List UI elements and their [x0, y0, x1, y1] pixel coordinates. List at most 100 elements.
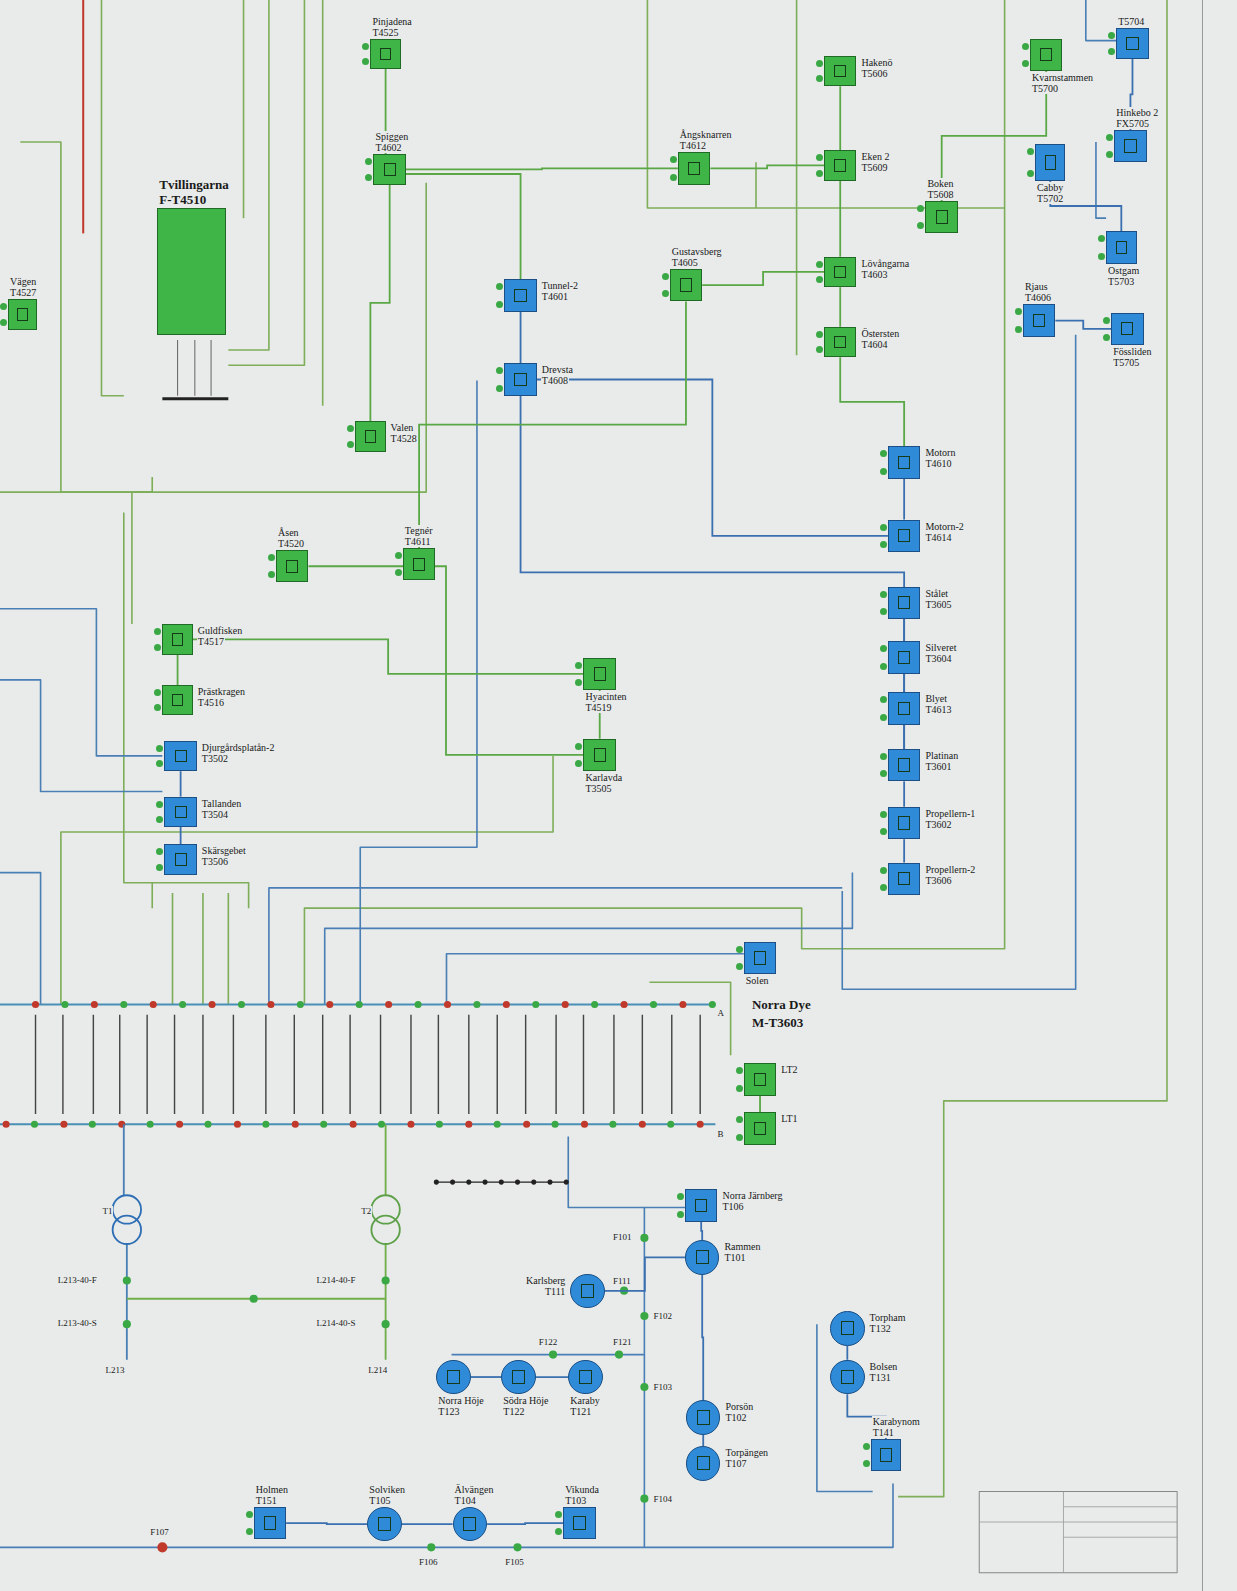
substation-box: T5704	[1116, 28, 1148, 58]
station-number: T103	[564, 1495, 587, 1506]
diagram-label: F103	[652, 1382, 673, 1392]
station-number: T4528	[390, 433, 418, 444]
station-name: Prästkragen	[197, 686, 246, 697]
switch-symbol	[581, 1284, 594, 1298]
terminal-dot	[880, 663, 887, 670]
station-number: T4520	[277, 538, 305, 549]
terminal-dot	[1098, 235, 1105, 242]
station-label: Motorn-2T4614	[924, 521, 964, 543]
wire-connector	[402, 1523, 453, 1525]
terminal-dot	[1108, 32, 1115, 39]
station-name: Åsen	[277, 527, 300, 538]
station-name: Tunnel-2	[541, 280, 579, 291]
station-label: TorphamT132	[869, 1312, 907, 1334]
station-label: ÄlvängenT104	[454, 1484, 495, 1506]
diagram-label: F102	[652, 1311, 673, 1321]
terminal-dot	[156, 760, 163, 767]
diagram-label: F122	[538, 1337, 559, 1347]
switch-symbol	[1121, 322, 1133, 335]
station-label: LT2	[780, 1064, 798, 1075]
station-number: T4519	[584, 702, 612, 713]
station-number: T4610	[924, 458, 952, 469]
terminal-dot	[816, 170, 823, 177]
station-name: Hakenö	[860, 57, 893, 68]
station-name: Ångsknarren	[679, 129, 733, 140]
wire-connector	[839, 86, 841, 150]
station-name: Norra Höje	[437, 1395, 484, 1406]
station-label: CabbyT5702	[1036, 182, 1064, 204]
station-number: T132	[869, 1323, 892, 1334]
substation-box: ÅsenT4520	[276, 550, 308, 582]
station-number: T122	[502, 1406, 525, 1417]
switch-symbol	[754, 951, 766, 964]
terminal-dot	[880, 714, 887, 721]
station-name: Pinjadena	[371, 16, 412, 27]
terminal-dot	[0, 319, 7, 326]
switch-symbol	[754, 1122, 766, 1135]
diagram-label: T1	[101, 1206, 113, 1216]
station-name: Tvillingarna	[158, 177, 229, 192]
station-circle: Norra HöjeT123	[436, 1360, 471, 1395]
station-label: KarabyT121	[569, 1395, 600, 1417]
station-name: Stålet	[924, 588, 949, 599]
wire-connector	[839, 287, 841, 327]
wire-connector	[759, 1096, 761, 1112]
station-label: Djurgårdsplatån-2T3502	[201, 742, 276, 764]
terminal-dot	[1022, 60, 1029, 67]
substation-box: PlatinanT3601	[888, 749, 920, 781]
station-number: T121	[569, 1406, 592, 1417]
switch-symbol	[680, 278, 692, 291]
station-name: Eken 2	[860, 151, 890, 162]
station-number: T3504	[201, 809, 229, 820]
terminal-dot	[1106, 134, 1113, 141]
terminal-dot	[816, 346, 823, 353]
station-name: Torpham	[869, 1312, 907, 1323]
substation-box: BokenT5608	[925, 201, 957, 233]
switch-symbol	[696, 1250, 709, 1264]
station-number: T107	[724, 1458, 747, 1469]
terminal-dot	[575, 743, 582, 750]
terminal-dot	[736, 1067, 743, 1074]
station-circle: RammenT101	[685, 1240, 720, 1275]
station-name: Bolsen	[869, 1361, 899, 1372]
station-number: FX5705	[1115, 118, 1150, 129]
terminal-dot	[880, 696, 887, 703]
substation-box: HyacintenT4519	[583, 658, 615, 690]
wire-connector	[419, 301, 686, 548]
terminal-dot	[880, 884, 887, 891]
station-number: T4525	[371, 27, 399, 38]
station-number: T3601	[924, 761, 952, 772]
switch-symbol	[594, 667, 606, 680]
station-number: T101	[723, 1252, 746, 1263]
terminal-dot	[736, 1116, 743, 1123]
terminal-dot	[1103, 334, 1110, 341]
station-label: ValenT4528	[390, 422, 418, 444]
terminal-dot	[736, 1134, 743, 1141]
station-name: Hyacinten	[584, 691, 627, 702]
station-label: BokenT5608	[926, 178, 954, 200]
terminal-dot	[677, 1211, 684, 1218]
terminal-dot	[1106, 151, 1113, 158]
terminal-dot	[670, 156, 677, 163]
substation-box: OstgamT5703	[1106, 231, 1136, 263]
switch-symbol	[697, 1456, 710, 1470]
terminal-dot	[1022, 43, 1029, 50]
station-label: Propellern-2T3606	[924, 864, 976, 886]
switch-symbol	[512, 1370, 525, 1384]
station-name: Tegnér	[404, 525, 434, 536]
wire-connector	[177, 655, 179, 685]
station-name: Motorn	[924, 447, 956, 458]
station-number: T5608	[926, 189, 954, 200]
terminal-dot	[1015, 326, 1022, 333]
station-label: BolsenT131	[869, 1361, 899, 1383]
station-name: Solen	[745, 975, 770, 986]
terminal-dot	[555, 1511, 562, 1518]
switch-symbol	[936, 210, 948, 223]
station-label: Norra JärnbergT106	[721, 1190, 783, 1212]
terminal-dot	[662, 290, 669, 297]
switch-symbol	[1045, 155, 1056, 170]
switch-symbol	[579, 1370, 592, 1384]
wire-connector	[701, 1222, 702, 1240]
terminal-dot	[268, 571, 275, 578]
wire-connector	[846, 1346, 848, 1360]
